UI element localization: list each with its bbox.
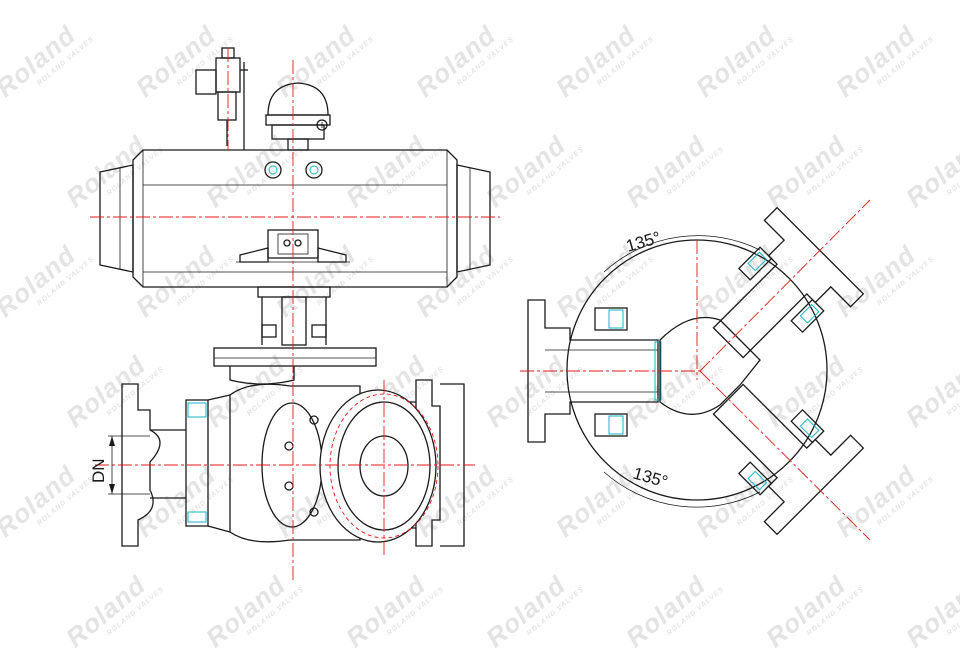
bolt-icon (309, 415, 319, 425)
mounting-bracket (213, 286, 377, 385)
angle-bottom-label: 135° (631, 464, 670, 492)
nut-icon (305, 161, 323, 179)
bolt-icon (284, 441, 294, 451)
nut-icon (264, 161, 282, 179)
valve-drawing: DN (89, 47, 871, 580)
filter-regulator (195, 47, 248, 150)
front-view: DN (89, 47, 500, 580)
ball-outline (566, 239, 828, 501)
pneumatic-actuator (99, 149, 491, 288)
angle-top-label: 135° (624, 228, 663, 256)
bolt-icon (309, 507, 319, 517)
top-view: 135° 135° (520, 199, 871, 541)
limit-switch-box (265, 82, 331, 151)
gauge-icon (267, 82, 329, 116)
bolt-icon (284, 481, 294, 491)
dn-dimension: DN (89, 435, 150, 495)
dn-label: DN (89, 458, 108, 483)
